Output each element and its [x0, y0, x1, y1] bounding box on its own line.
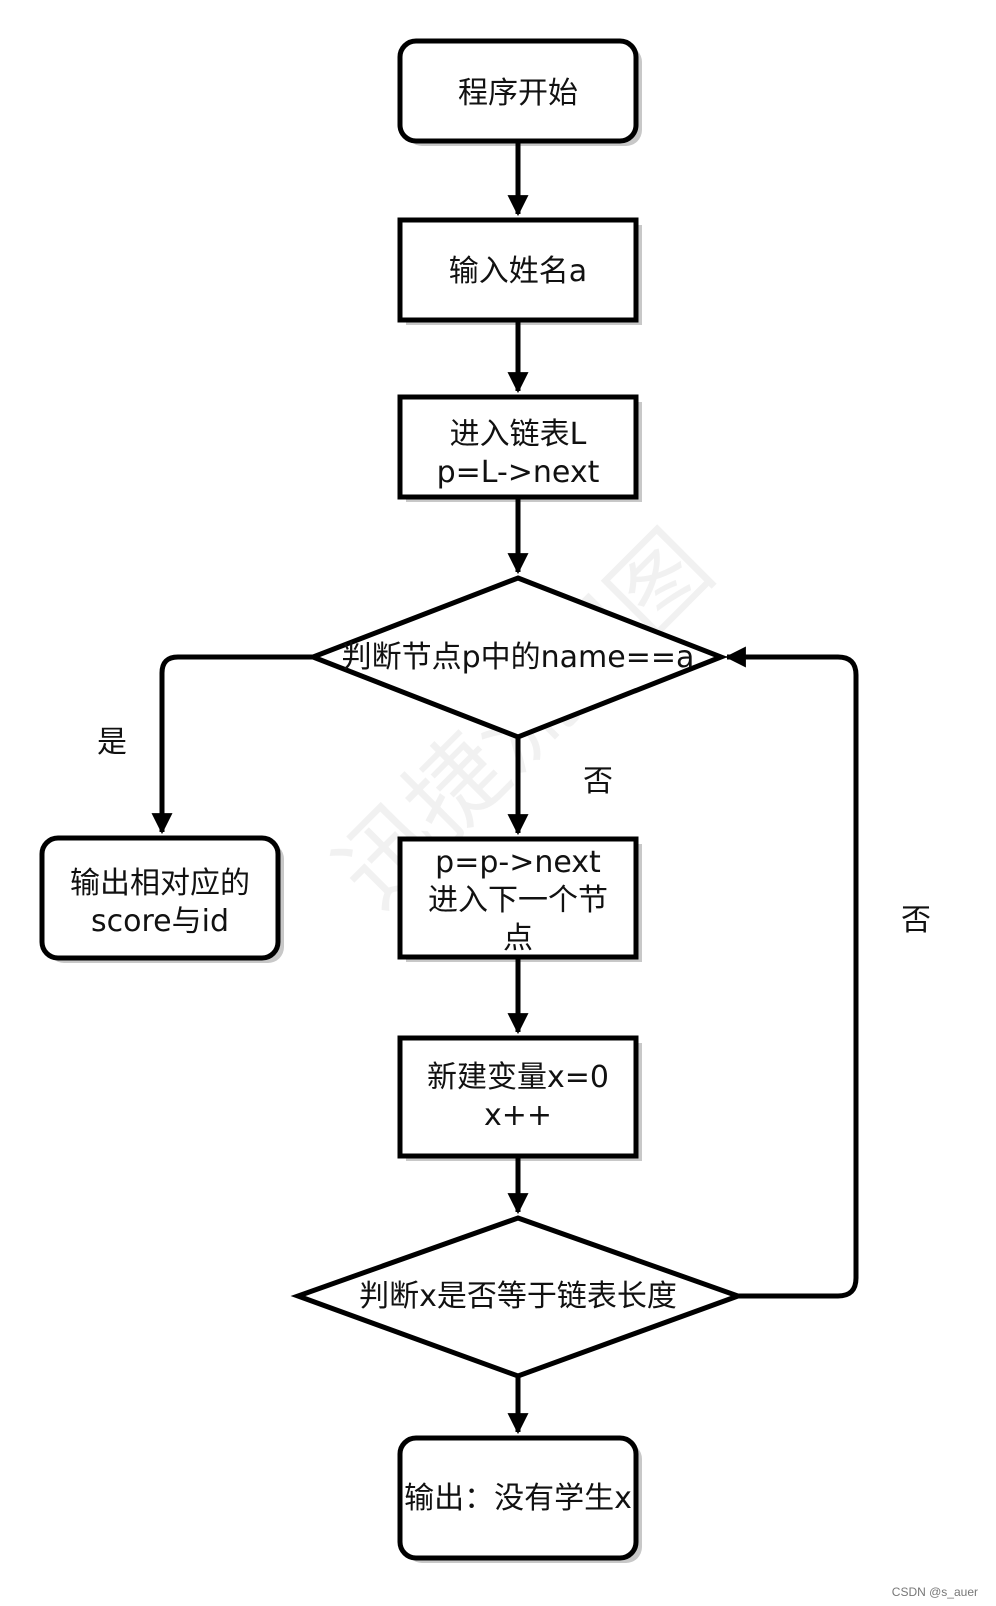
start-label: 程序开始 — [458, 76, 578, 111]
next-node-label-2: 进入下一个节 — [428, 883, 608, 918]
output-found-node: 输出相对应的 score与id — [39, 835, 284, 963]
enter-list-label-1: 进入链表L — [450, 417, 587, 452]
next-node-label-3: 点 — [503, 921, 533, 956]
new-var-label-2: x++ — [484, 1098, 552, 1133]
output-found-label-2: score与id — [91, 904, 229, 939]
check-name-decision: 判断节点p中的name==a — [306, 575, 728, 740]
output-none-label: 输出：没有学生x — [404, 1481, 632, 1516]
input-name-node: 输入姓名a — [397, 217, 642, 325]
edge-check-yes — [151, 654, 313, 835]
next-node-node: p=p->next 进入下一个节 点 — [397, 836, 642, 962]
enter-list-label-2: p=L->next — [437, 455, 600, 490]
check-length-decision: 判断x是否等于链表长度 — [290, 1215, 746, 1379]
input-name-label: 输入姓名a — [449, 254, 587, 289]
edge-label-no-down: 否 — [583, 764, 613, 799]
check-name-label: 判断节点p中的name==a — [342, 640, 695, 675]
enter-list-node: 进入链表L p=L->next — [397, 394, 642, 502]
check-length-label: 判断x是否等于链表长度 — [359, 1279, 677, 1314]
credit-text: CSDN @s_auer — [892, 1585, 978, 1599]
edge-loop-back — [724, 646, 859, 1299]
new-var-node: 新建变量x=0 x++ — [397, 1035, 642, 1161]
output-none-node: 输出：没有学生x — [397, 1435, 642, 1563]
edge-label-yes: 是 — [97, 725, 127, 760]
next-node-label-1: p=p->next — [435, 845, 601, 880]
output-found-label-1: 输出相对应的 — [70, 866, 250, 901]
new-var-label-1: 新建变量x=0 — [427, 1060, 609, 1095]
start-node: 程序开始 — [397, 38, 642, 146]
edge-label-no-loop: 否 — [901, 903, 931, 938]
